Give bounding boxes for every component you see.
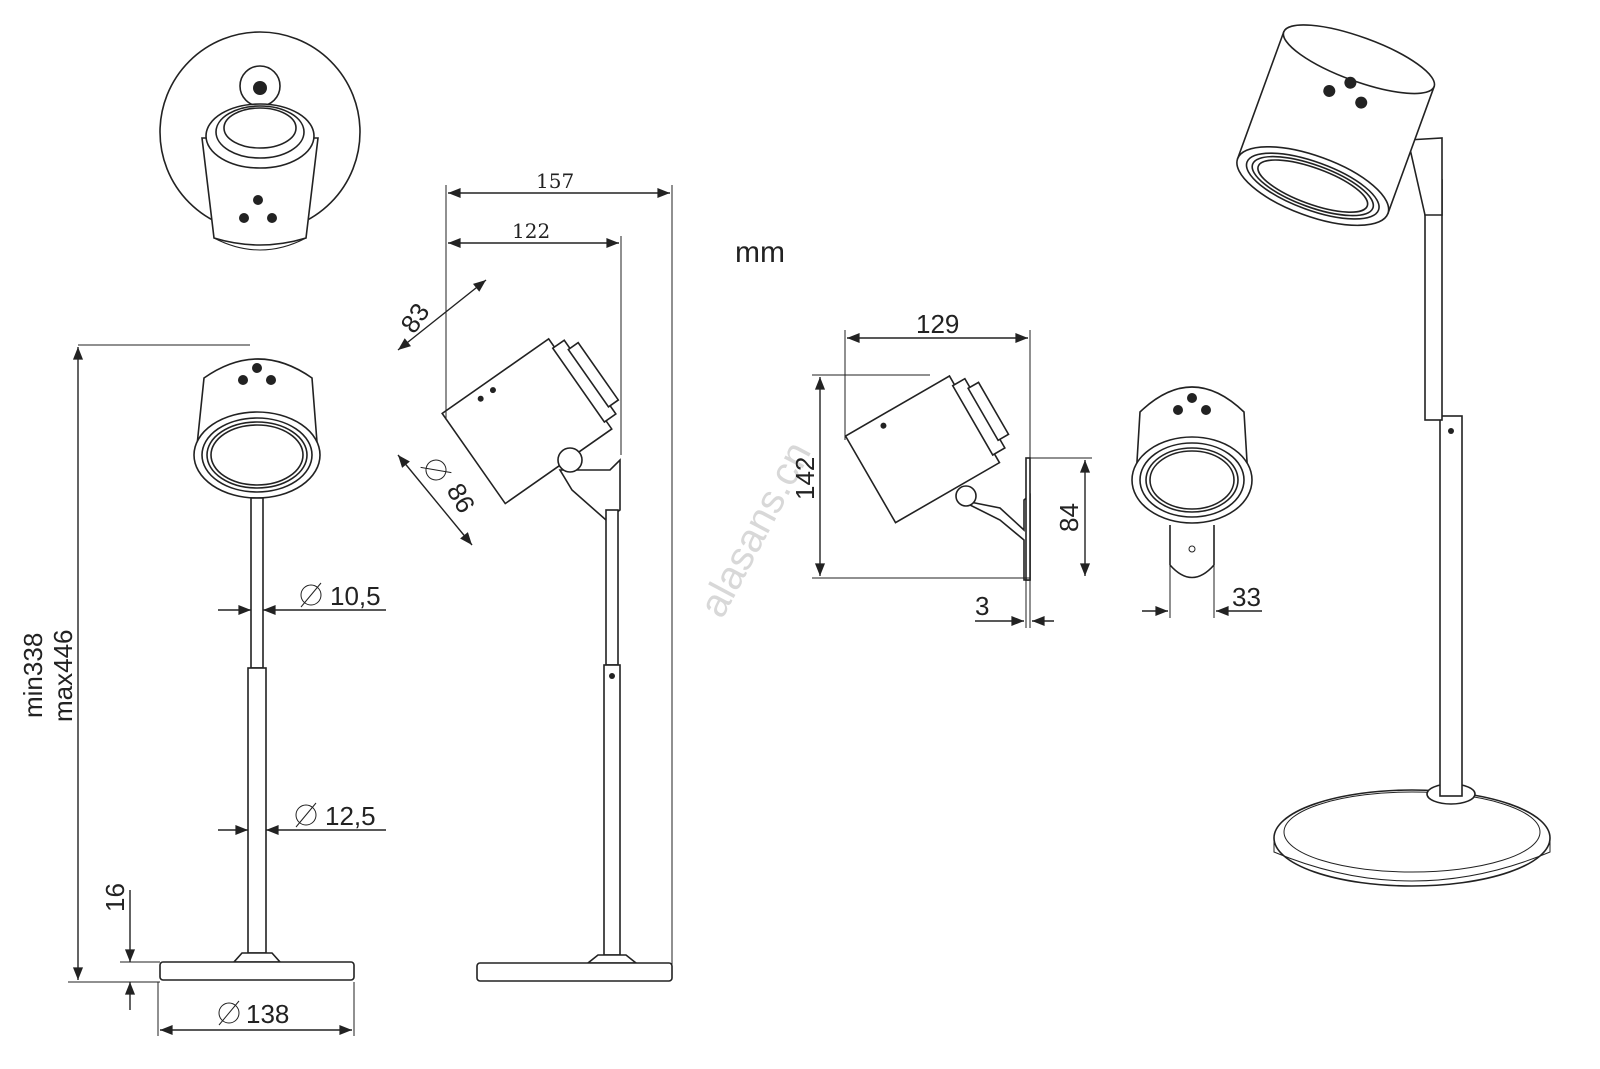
top-view — [159, 31, 361, 251]
head-diameter-label: 86 — [441, 478, 481, 518]
dimension-lines — [68, 185, 1262, 1036]
wall-plate-height-label: 84 — [1054, 503, 1084, 532]
upper-stem-diameter-label: 10,5 — [330, 581, 381, 611]
diameter-icon — [218, 1000, 240, 1026]
front-view — [159, 358, 355, 981]
units-label: mm — [735, 236, 785, 269]
arm-depth-label: 122 — [512, 219, 550, 243]
wall-depth-label: 129 — [916, 309, 959, 339]
base-diameter-label: 138 — [246, 999, 289, 1029]
side-view — [441, 337, 673, 982]
diameter-icon — [420, 459, 452, 481]
diameter-icon — [295, 802, 317, 828]
wall-view — [844, 374, 1031, 581]
head-length-label: 83 — [394, 298, 435, 339]
plate-width-label: 33 — [1232, 582, 1261, 612]
height-min-label: min338 — [18, 633, 48, 718]
diameter-icon — [300, 582, 322, 608]
dimension-labels: min338 max446 16 138 10,5 12,5 157 122 8… — [18, 169, 1261, 1029]
height-max-label: max446 — [48, 630, 78, 723]
head-front-view — [1131, 386, 1253, 579]
perspective-view — [1236, 24, 1551, 887]
base-thickness-label: 16 — [100, 883, 130, 912]
lower-stem-diameter-label: 12,5 — [325, 801, 376, 831]
plate-thickness-label: 3 — [975, 591, 989, 621]
wall-height-label: 142 — [790, 457, 820, 500]
overall-depth-label: 157 — [536, 169, 574, 193]
